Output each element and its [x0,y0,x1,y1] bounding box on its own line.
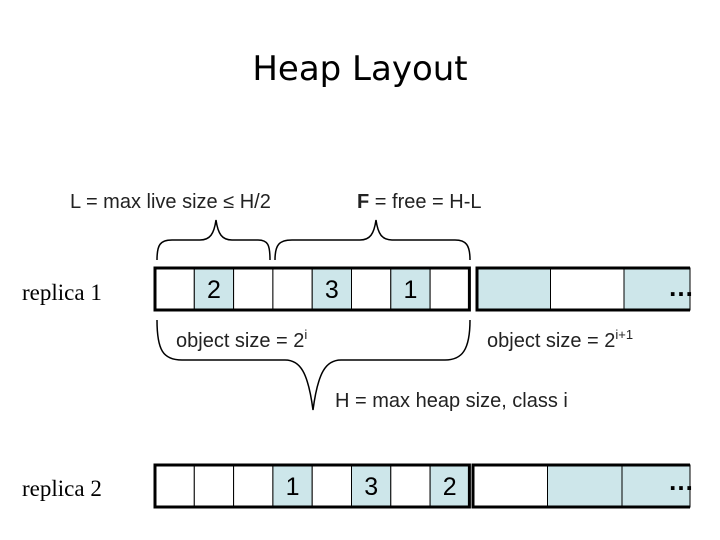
class-i1-space-outline [471,463,690,509]
object-number: 1 [286,473,300,501]
replica-2-class-i1-space [471,463,691,509]
heap-cell-large [476,267,551,311]
replica-2-label: replica 2 [22,476,102,501]
object-size-class-i-exp: i [304,327,307,342]
live-size-label: L = max live size ≤ H/2 [70,191,271,213]
replica-1-class-i1-space [475,266,691,312]
free-brace [274,219,471,261]
heap-cell-large [472,464,548,508]
object-number: 2 [443,473,457,501]
replica-1-ellipsis: … [668,272,694,302]
heap-size-brace [156,319,471,411]
class-i-space-outline [153,266,471,312]
heap-cell [429,267,470,311]
slide-title: Heap Layout [252,49,467,89]
heap-cell [154,267,195,311]
object-number: 1 [403,276,417,304]
heap-cell [193,267,235,311]
heap-cell [233,267,274,311]
class-i-space-outline [153,463,471,509]
object-size-class-i1: object size = 2i+1 [487,327,633,352]
replica-1-label: replica 1 [22,280,102,305]
heap-cell-large [623,267,691,311]
heap-size-label: H = max heap size, class i [335,390,568,412]
object-size-class-i1-exp: i+1 [615,327,633,342]
object-number: 3 [325,276,339,304]
heap-cell-large [547,464,623,508]
heap-cell [233,464,274,508]
heap-cell [390,464,431,508]
live-size-brace [156,219,271,261]
replica-1-class-i-space: 2 3 1 [153,266,471,312]
heap-cell [272,267,313,311]
free-label-bold: F [357,191,369,213]
object-size-class-i-base: object size = 2 [176,330,304,352]
replica-2-class-i-space: 1 3 2 [153,463,471,509]
free-label-rest: = free = H-L [369,191,481,213]
free-label: F = free = H-L [357,191,482,213]
object-size-class-i: object size = 2i [176,327,307,352]
heap-cell [351,267,392,311]
replica-2-ellipsis: … [668,466,694,496]
object-number: 3 [364,473,378,501]
heap-cell [311,267,353,311]
object-size-class-i1-base: object size = 2 [487,330,615,352]
heap-cell [311,464,353,508]
heap-cell-large [550,267,625,311]
heap-cell [193,464,235,508]
object-number: 2 [207,276,221,304]
heap-cell [154,464,195,508]
class-i1-space-outline [475,266,690,312]
